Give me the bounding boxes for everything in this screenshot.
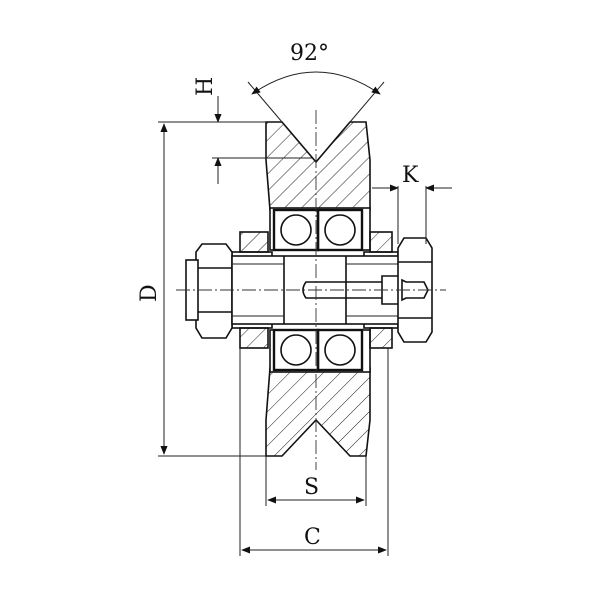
grease-channel — [302, 281, 389, 299]
bearing-ball — [280, 214, 312, 246]
c-label: C — [304, 525, 321, 550]
spacer-left-top — [239, 231, 269, 253]
d-label: D — [137, 284, 162, 302]
angle-dimension-arc — [251, 71, 381, 95]
s-label: S — [304, 475, 319, 500]
wheel-upper-section — [265, 121, 371, 211]
spacer-right-top — [369, 231, 393, 253]
angle-label: 92° — [290, 41, 329, 66]
bearing-upper-housing — [269, 207, 371, 251]
bearing-ball — [324, 214, 356, 246]
spacer-left-bottom — [239, 327, 269, 349]
wheel-lower-section — [265, 367, 371, 457]
bearing-ball — [324, 334, 356, 366]
k-label: K — [402, 163, 419, 188]
h-label: H — [193, 77, 218, 96]
bearing-lower-housing — [269, 329, 371, 373]
bearing-ball — [280, 334, 312, 366]
spacer-right-bottom — [369, 327, 393, 349]
hex-nut-left — [195, 243, 233, 339]
